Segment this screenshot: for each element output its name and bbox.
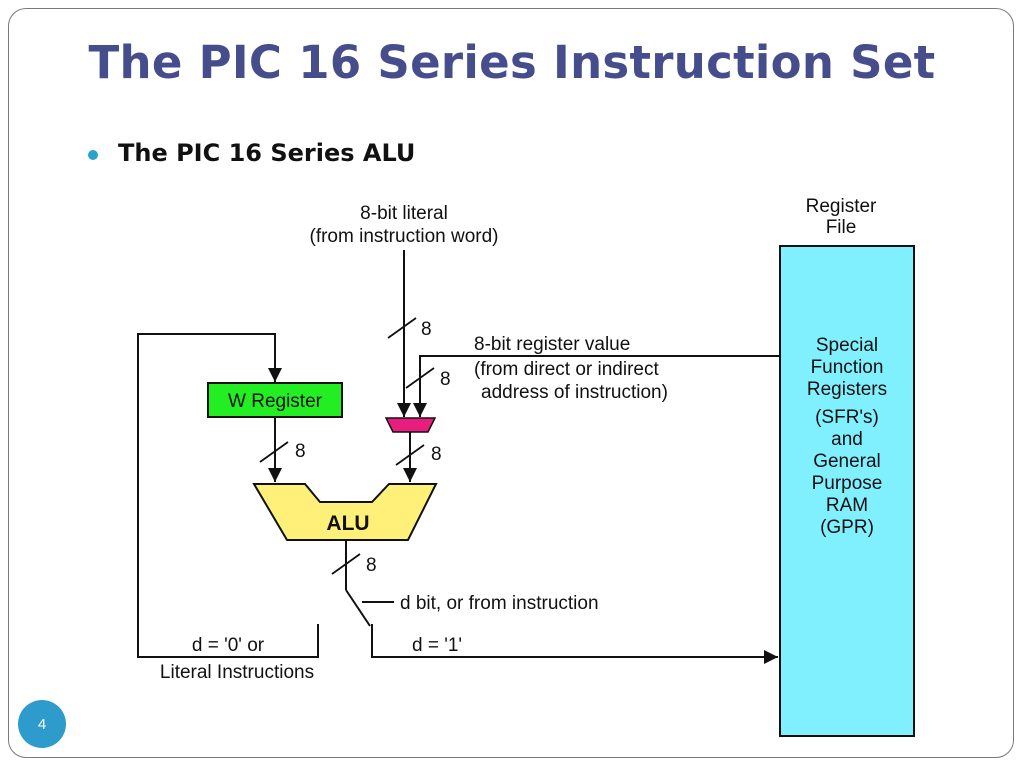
bus-width-label: 8: [295, 441, 306, 462]
slide-title: The PIC 16 Series Instruction Set: [88, 36, 936, 89]
d1-label: d = '1': [412, 635, 462, 656]
register-file-box: [779, 245, 915, 737]
bus-slash: [387, 317, 417, 339]
operand-mux: [384, 417, 437, 433]
bus-width-label: 8: [431, 444, 442, 465]
bus-slash: [331, 553, 361, 575]
w-register-box: [207, 382, 343, 418]
register-file-label-line2: File: [826, 217, 857, 238]
bus-width-label: 8: [440, 369, 451, 390]
register-file-line: Registers: [807, 379, 887, 400]
d0-label-line2: Literal Instructions: [160, 662, 314, 683]
alu-label: ALU: [326, 512, 369, 535]
d0-feedback-wire: [137, 333, 319, 658]
register-file-label-line1: Register: [806, 196, 877, 217]
destination-switch: [345, 589, 371, 627]
d0-label-line1: d = '0' or: [192, 635, 265, 656]
bus-slash: [395, 444, 425, 466]
page-number-badge: 4: [18, 700, 66, 748]
bus-slash: [405, 367, 435, 389]
d-bit-label: d bit, or from instruction: [400, 593, 599, 614]
bus-slash: [259, 441, 289, 463]
bullet-dot-icon: [88, 150, 98, 160]
register-file-line: and: [831, 429, 863, 450]
register-file-line: (GPR): [820, 517, 874, 538]
register-file-line: Function: [811, 357, 884, 378]
register-value-label-line2: (from direct or indirect: [474, 359, 659, 380]
literal-label-line2: (from instruction word): [310, 226, 499, 247]
register-file-line: General: [813, 451, 881, 472]
register-value-label-line1: 8-bit register value: [474, 334, 630, 355]
register-file-line: RAM: [826, 495, 868, 516]
register-file-line: (SFR's): [815, 407, 879, 428]
alu-block: [252, 483, 438, 541]
bus-width-label: 8: [421, 319, 432, 340]
literal-label-line1: 8-bit literal: [360, 203, 448, 224]
register-file-line: Special: [816, 335, 878, 356]
bullet-text: The PIC 16 Series ALU: [118, 139, 416, 167]
register-file-content: Special Function Registers (SFR's) and G…: [807, 335, 887, 538]
register-value-label-line3: address of instruction): [481, 382, 668, 403]
register-file-line: Purpose: [812, 473, 883, 494]
bus-width-label: 8: [366, 555, 377, 576]
register-value-wire: [413, 355, 780, 417]
w-register-label: W Register: [228, 391, 323, 412]
d1-output-wire: [371, 624, 778, 664]
